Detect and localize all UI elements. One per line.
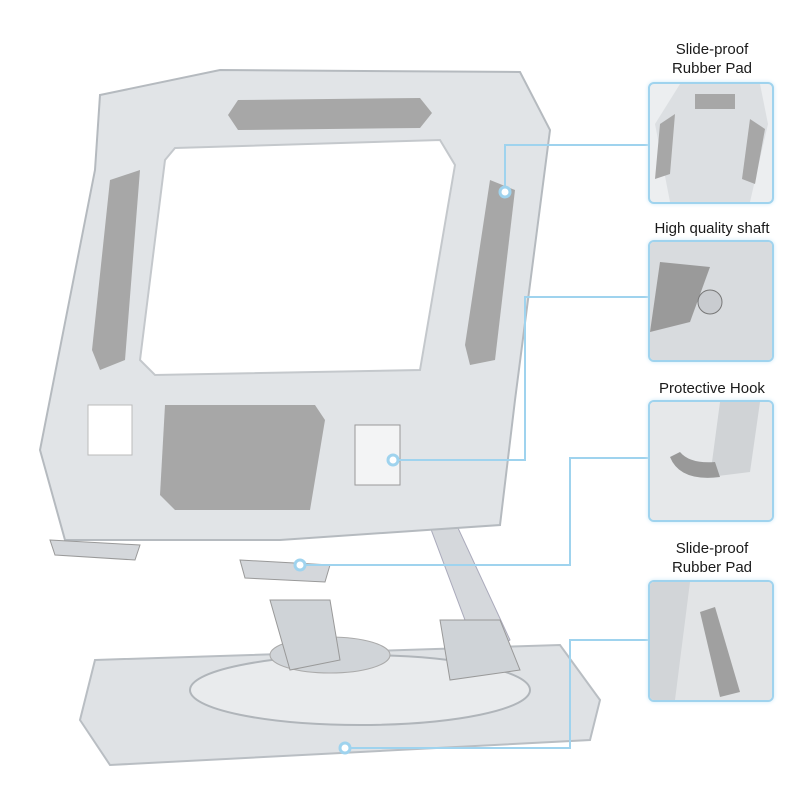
- left-cutout: [87, 404, 133, 456]
- callout-connectors: [300, 144, 650, 749]
- frame-window: [138, 138, 457, 377]
- left-hook: [49, 539, 141, 561]
- shaft-detail-box: [648, 240, 774, 362]
- label-line: Protective Hook: [659, 380, 765, 397]
- label-line: Slide-proof: [675, 540, 749, 557]
- label-line: Rubber Pad: [671, 60, 753, 77]
- left-rubber-pad: [92, 170, 140, 370]
- base-pad-detail-box: [648, 580, 774, 702]
- hook-detail-box: [648, 400, 774, 522]
- callout-dots: [293, 185, 512, 755]
- bottom-rubber-pad: [160, 405, 325, 510]
- callout-label-top-pad: Slide-proof Rubber Pad: [627, 40, 797, 78]
- callout-label-hook: Protective Hook: [627, 379, 797, 398]
- callout-label-shaft: High quality shaft: [627, 219, 797, 238]
- rubber-pad-detail-box: [648, 82, 774, 204]
- right-rubber-pad: [465, 180, 515, 365]
- top-rubber-pad: [228, 98, 432, 130]
- label-line: Slide-proof: [675, 41, 749, 58]
- lower-hinge: [269, 599, 341, 671]
- callout-label-base-pad: Slide-proof Rubber Pad: [627, 539, 797, 577]
- center-hook: [239, 559, 331, 583]
- label-line: High quality shaft: [654, 220, 770, 237]
- rear-hinge: [439, 619, 521, 681]
- label-line: Rubber Pad: [671, 559, 753, 576]
